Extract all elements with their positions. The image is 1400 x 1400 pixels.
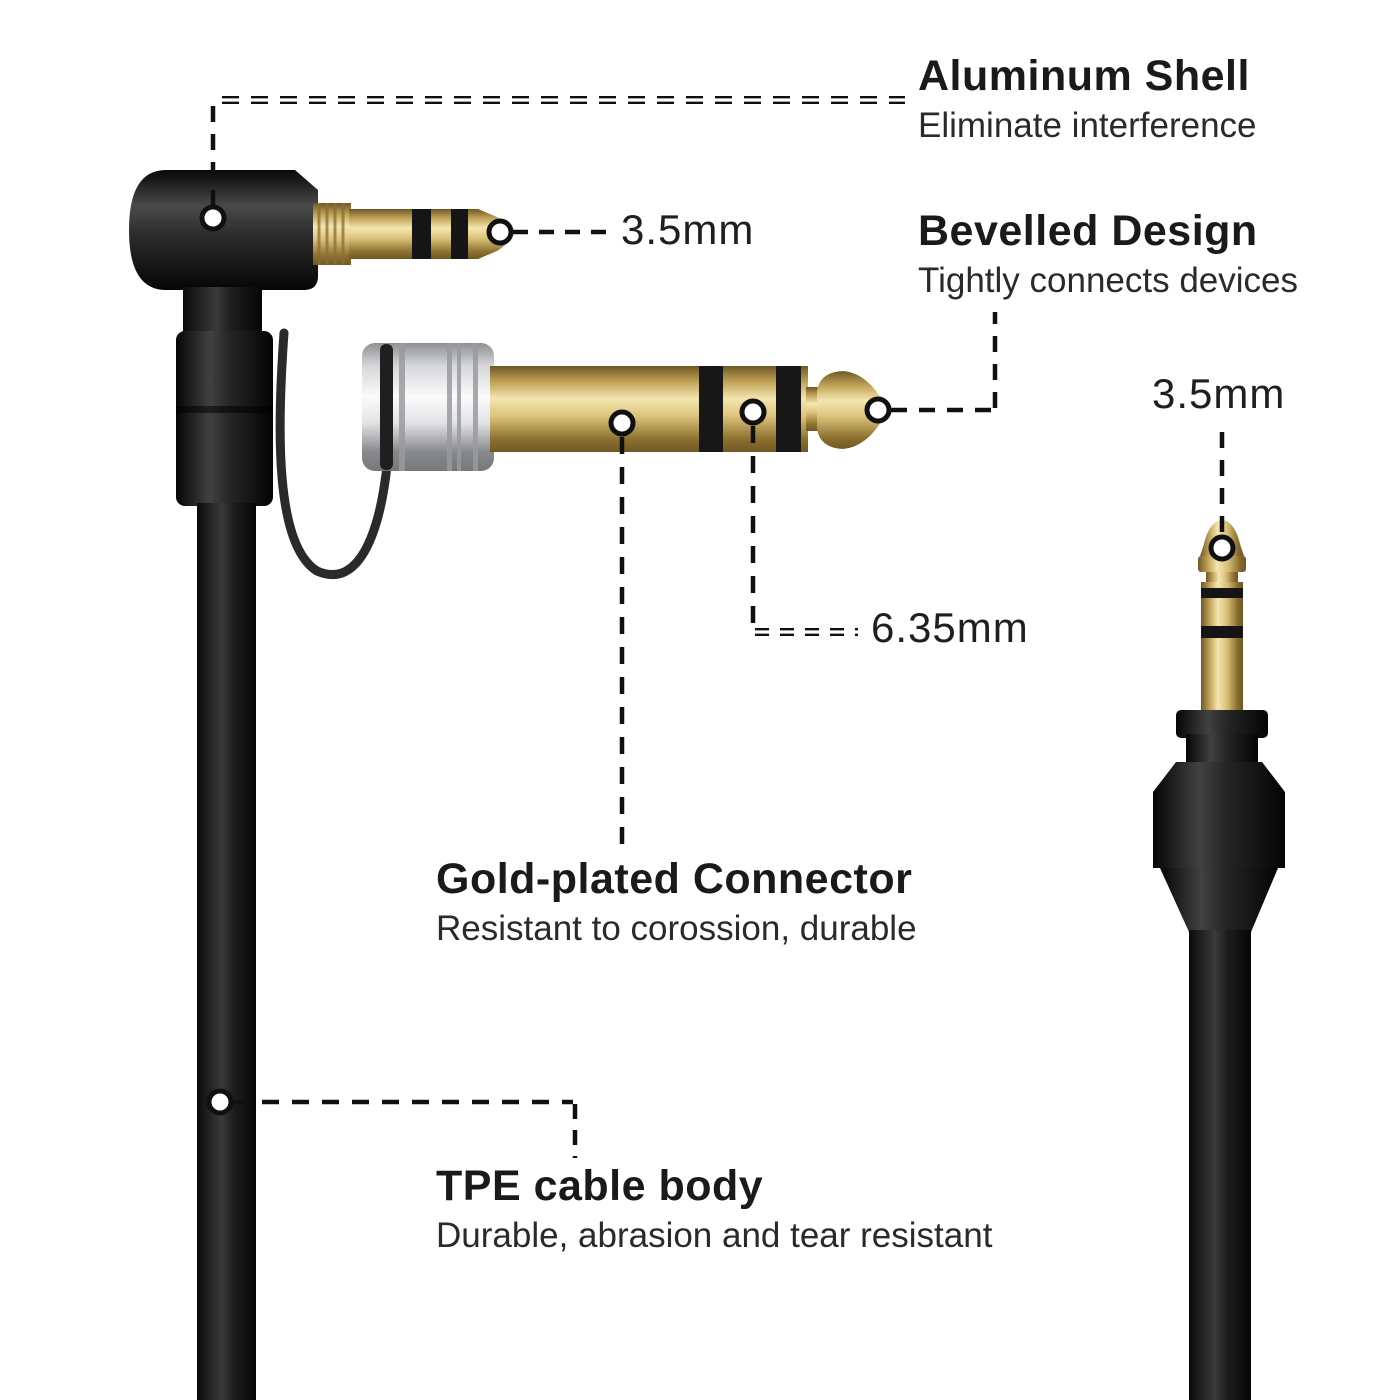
callout-dot <box>864 396 892 424</box>
label-plug-size-top: 3.5mm <box>621 206 755 253</box>
callout-aluminum-shell: Aluminum Shell Eliminate interference <box>918 52 1257 146</box>
sleeve-seam <box>176 406 273 413</box>
callout-dot <box>608 409 636 437</box>
callout-lines <box>210 96 1225 1158</box>
tip-notch <box>1206 572 1238 584</box>
strain-relief-sleeve <box>176 331 273 506</box>
callout-title: Gold-plated Connector <box>436 855 913 903</box>
callout-dot <box>486 218 514 246</box>
callout-dots <box>199 204 1236 1116</box>
bevelled-tip <box>817 371 890 449</box>
plug-ring <box>451 209 468 259</box>
connector-collar <box>1176 710 1268 738</box>
connector-housing <box>1153 762 1285 868</box>
adapter-ring <box>776 366 801 452</box>
label-plug-size-right: 3.5mm <box>1152 370 1286 417</box>
plug-ring <box>1201 588 1243 598</box>
gold-plug-3-5mm-shaft <box>1201 582 1243 712</box>
callout-subtitle: Durable, abrasion and tear resistant <box>436 1216 993 1256</box>
callout-tpe-cable-body: TPE cable body Durable, abrasion and tea… <box>436 1162 992 1256</box>
callout-dot <box>739 398 767 426</box>
callout-title: Bevelled Design <box>918 207 1258 255</box>
aluminum-shell-body <box>129 170 318 290</box>
adapter-6-35mm <box>362 343 890 471</box>
tether-strap <box>275 328 392 580</box>
straight-connector <box>1153 520 1285 1400</box>
connector-neck <box>183 287 262 334</box>
right-angle-connector <box>129 170 511 1400</box>
callout-dot <box>1208 534 1236 562</box>
callout-title: Aluminum Shell <box>918 52 1250 100</box>
callout-bevelled-design: Bevelled Design Tightly connects devices <box>918 207 1298 301</box>
cap-grooves <box>399 343 478 471</box>
callout-title: TPE cable body <box>436 1162 764 1210</box>
callout-subtitle: Eliminate interference <box>918 106 1257 146</box>
connector-neck <box>1186 734 1258 766</box>
collar-ridges <box>317 203 345 265</box>
callout-subtitle: Tightly connects devices <box>918 261 1298 301</box>
callout-gold-plated-connector: Gold-plated Connector Resistant to coros… <box>436 855 917 949</box>
plug-ring <box>412 209 431 259</box>
callout-dot <box>199 204 227 232</box>
tip-flange <box>1198 556 1246 572</box>
cable <box>197 503 256 1400</box>
tip-neck <box>806 387 819 431</box>
strain-relief-taper <box>1160 868 1278 932</box>
callout-subtitle: Resistant to corossion, durable <box>436 909 917 949</box>
label-adapter-size: 6.35mm <box>871 604 1029 651</box>
cap-strap-ring <box>380 344 393 470</box>
cable <box>1189 930 1251 1400</box>
plug-ring <box>1201 626 1243 638</box>
callout-dot <box>206 1088 234 1116</box>
adapter-ring <box>699 366 723 452</box>
